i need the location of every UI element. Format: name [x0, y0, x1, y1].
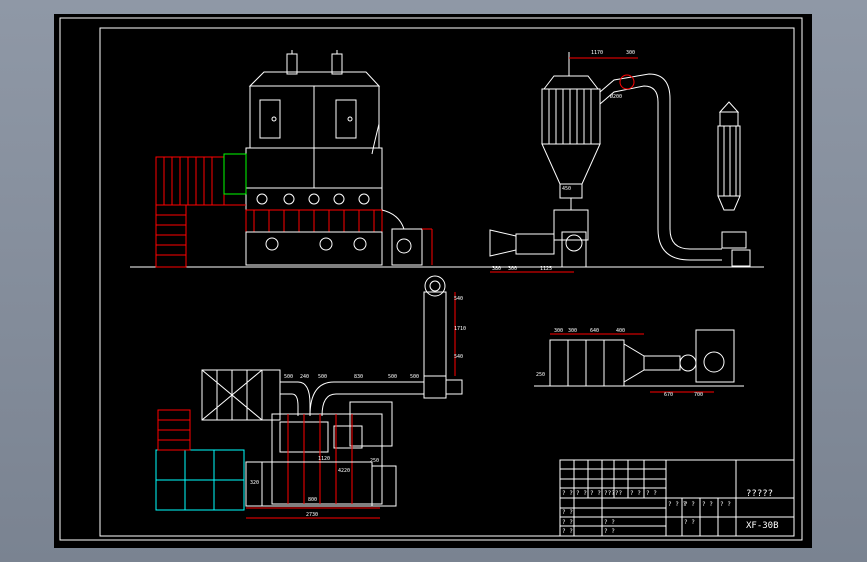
dim-right-e: 670: [664, 392, 673, 398]
outer-border: [59, 17, 803, 541]
dim-right-a: 300: [554, 328, 563, 334]
tb-cell-12: ? ?: [562, 519, 573, 526]
dim-base-b: 300: [508, 266, 517, 272]
dim-cyclone-pipe: Ø200: [610, 93, 622, 100]
tb-cell-14: ? ?: [684, 519, 695, 526]
dim-duct-b: 1710: [454, 326, 466, 332]
dim-right-b: 300: [568, 328, 577, 334]
dim-run-e: 500: [388, 374, 397, 380]
dim-plan-h3: 250: [370, 458, 379, 464]
tb-cell-16: ? ?: [604, 528, 615, 535]
dim-run-a: 500: [284, 374, 293, 380]
dim-base-a: 380: [492, 266, 501, 272]
dryer-elevation: [130, 50, 764, 268]
right-plan-view: [534, 329, 744, 393]
plan-view: [155, 275, 463, 519]
tb-cell-15: ? ?: [562, 528, 573, 535]
dim-plan-h4: 320: [250, 480, 259, 486]
tb-cell-3: ? ?: [590, 490, 601, 497]
dim-duct-c: 540: [454, 354, 463, 360]
tb-cell-2: ? ?: [576, 490, 587, 497]
drawing-number: XF-30B: [746, 521, 779, 531]
cad-drawing: 1170 300 Ø200 450 380 300 1125 540 1710 …: [59, 17, 803, 541]
cyclone-elevation: [489, 52, 751, 273]
dim-plan-width: 800: [308, 497, 317, 503]
inner-border: [99, 27, 795, 537]
dim-run-d: 830: [354, 374, 363, 380]
title-block: [559, 459, 795, 537]
dim-run-f: 500: [410, 374, 419, 380]
dim-run-b: 240: [300, 374, 309, 380]
tb-cell-4: ?????: [604, 490, 622, 497]
dim-cyclone-top-a: 1170: [591, 50, 603, 56]
dim-plan-h2: 4220: [338, 468, 350, 474]
tb-cell-11: ? ?: [562, 509, 573, 516]
drawing-title: ?????: [746, 489, 773, 499]
dim-right-c: 640: [590, 328, 599, 334]
dim-plan-total: 2730: [306, 512, 318, 518]
tb-cell-6: ? ?: [646, 490, 657, 497]
dim-run-c: 500: [318, 374, 327, 380]
dim-right-left: 250: [536, 372, 545, 378]
cad-drawing-area: 1170 300 Ø200 450 380 300 1125 540 1710 …: [54, 14, 812, 548]
tb-cell-8: ? ?: [684, 501, 695, 508]
dim-right-d: 400: [616, 328, 625, 334]
dim-right-f: 700: [694, 392, 703, 398]
tb-cell-10: ? ?: [720, 501, 731, 508]
dim-base-c: 1125: [540, 266, 552, 272]
tb-cell-5: ? ?: [630, 490, 641, 497]
tb-cell-13: ? ?: [604, 519, 615, 526]
tb-cell-9: ? ?: [702, 501, 713, 508]
dim-duct-a: 540: [454, 296, 463, 302]
tb-cell-1: ? ?: [562, 490, 573, 497]
dim-cyclone-outlet: 450: [562, 186, 571, 192]
dim-plan-h1: 1120: [318, 456, 330, 462]
tb-cell-7: ? ? ?: [668, 501, 686, 508]
dim-cyclone-top-b: 300: [626, 50, 635, 56]
